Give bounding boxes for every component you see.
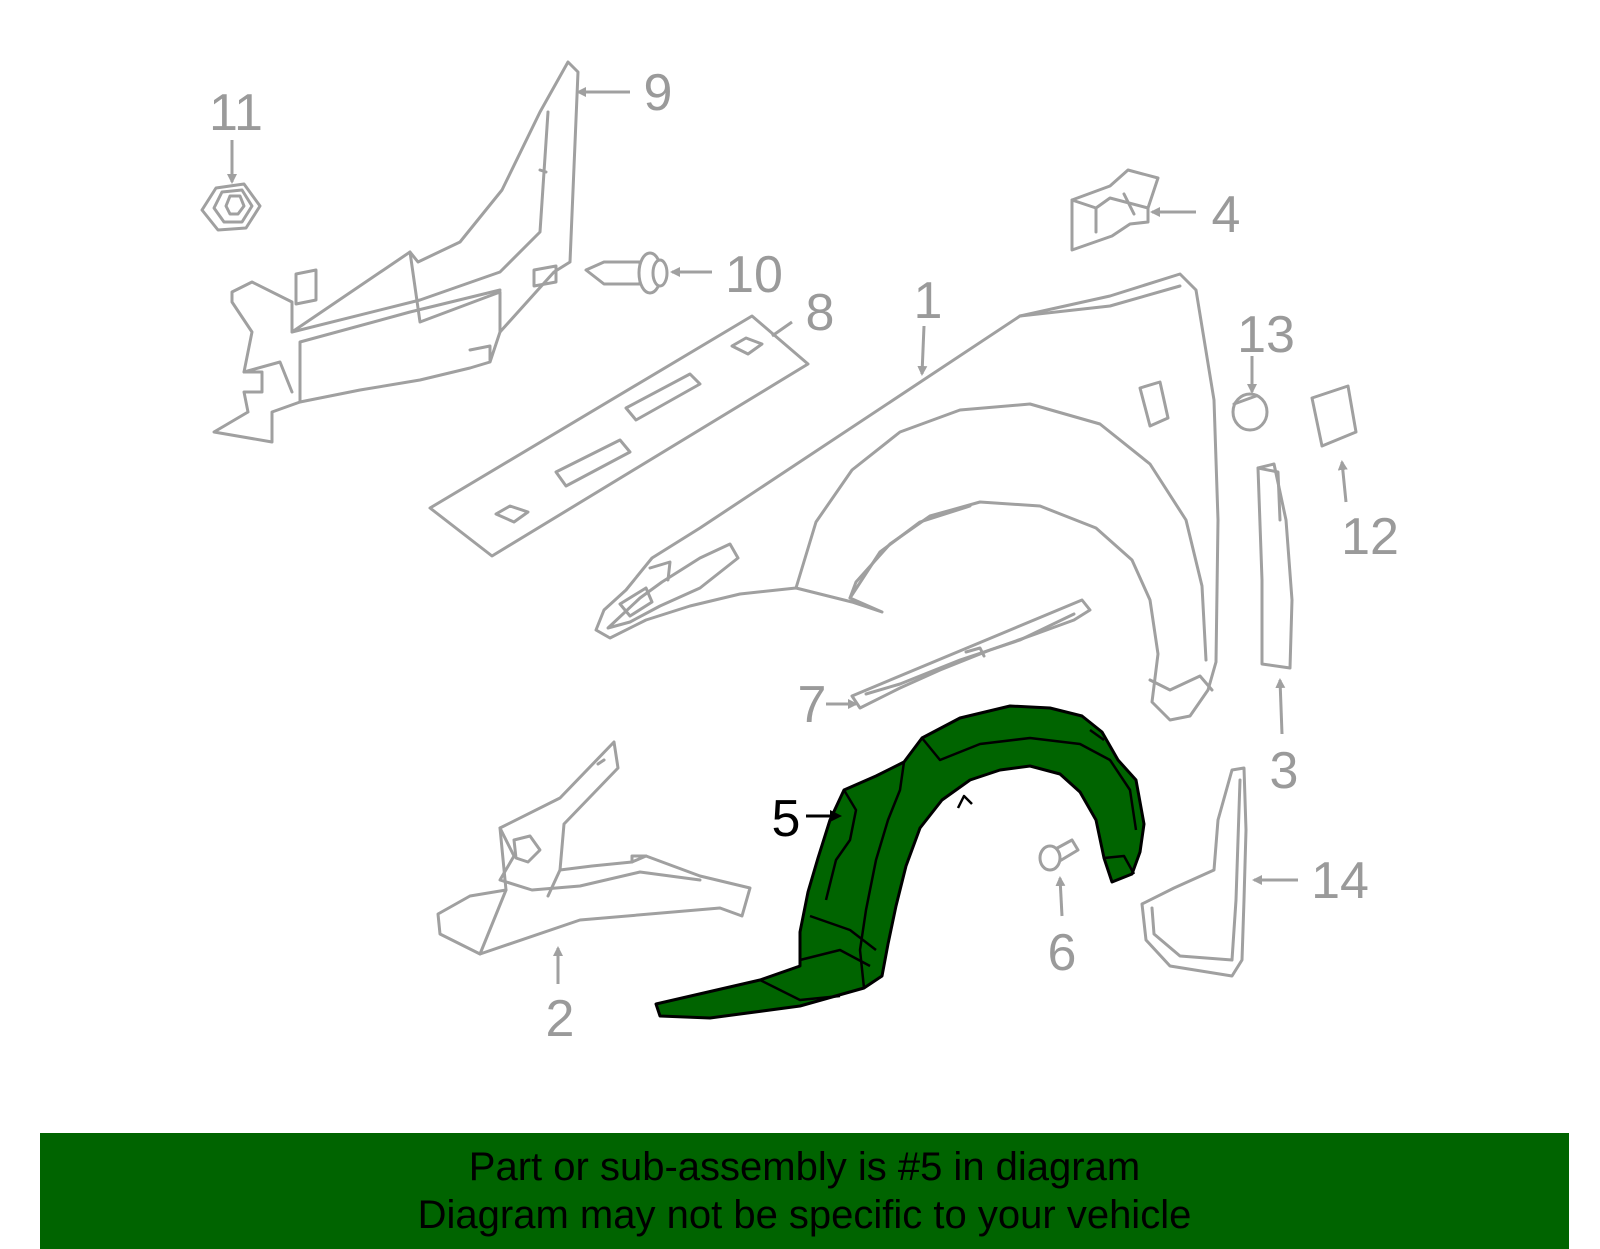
part-13-grommet [1231,392,1269,432]
callout-11: 11 [209,84,263,142]
part-1-fender [594,272,1220,722]
callout-5: 5 [772,790,801,848]
callout-10: 10 [725,246,783,304]
callout-4: 4 [1212,186,1241,244]
callout-6: 6 [1048,924,1077,982]
part-8-insulator [428,314,810,558]
part-2-inner-structure [436,740,752,956]
part-10-clip [584,251,669,295]
part-11-nut [200,182,262,232]
info-banner: Part or sub-assembly is #5 in diagram Di… [40,1133,1569,1249]
leader-lines [227,87,1348,984]
callout-12: 12 [1341,508,1399,566]
part-7-reinforcement [850,598,1092,710]
part-14-mudflap [1140,766,1248,978]
banner-line-disclaimer: Diagram may not be specific to your vehi… [417,1193,1192,1237]
part-12-emblem [1310,384,1358,448]
part-4-bracket [1070,168,1160,252]
callout-2: 2 [546,990,575,1048]
part-9-apron-panel [212,60,580,444]
banner-line-part-number: Part or sub-assembly is #5 in diagram [468,1145,1141,1189]
part-5-fender-liner [654,704,1146,1020]
part-6-bolt [1038,838,1080,872]
callout-8: 8 [806,284,835,342]
callout-1: 1 [914,272,943,330]
callout-labels: 1 2 3 4 5 6 7 8 9 10 11 12 13 14 [209,64,1399,1048]
callout-3: 3 [1270,742,1299,800]
callout-14: 14 [1311,852,1369,910]
callout-9: 9 [644,64,673,122]
callout-13: 13 [1237,306,1295,364]
callout-7: 7 [798,676,827,734]
part-3-molding [1256,462,1294,670]
